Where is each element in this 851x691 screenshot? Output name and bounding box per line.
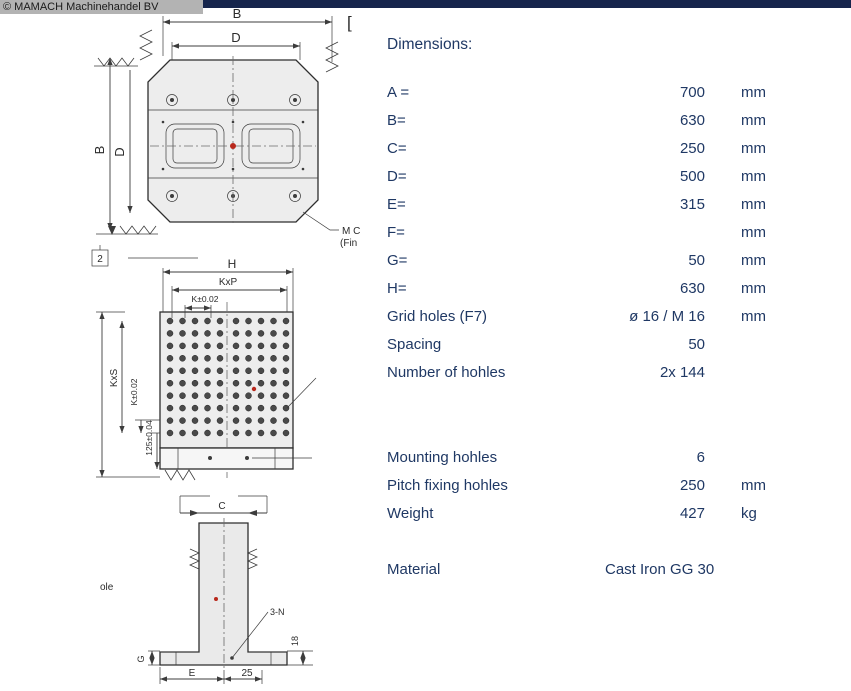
grid-view-drawing: 2 H KxP K±0.02 KxS K±0.02 125±0.04	[91, 245, 317, 481]
dim-row-weight: Weight 427 kg	[387, 501, 851, 529]
note-fin: (Fin	[340, 238, 357, 248]
dim-label-d-left: D	[112, 147, 127, 156]
dim-row-grid-holes: Grid holes (F7) ø 16 / M 16 mm	[387, 304, 851, 332]
dim-value: 500	[679, 168, 705, 185]
grid-holes	[166, 317, 290, 437]
dim-unit: mm	[741, 84, 766, 101]
front-view-drawing: C 3-N 18 G E 25 ole	[100, 495, 313, 684]
dim-row-g: G= 50 mm	[387, 248, 851, 276]
dim-row-f: F= mm	[387, 220, 851, 248]
dim-label-c: C	[218, 501, 225, 512]
hatch-marks	[94, 29, 339, 235]
dim-label: D=	[387, 168, 407, 185]
dim-label: E=	[387, 196, 406, 213]
dim-value: 250	[679, 477, 705, 494]
dim-value: 700	[679, 84, 705, 101]
dim-unit: mm	[741, 308, 766, 325]
dim-unit: mm	[741, 252, 766, 269]
dim-unit: mm	[741, 140, 766, 157]
dim-label-h: H	[228, 257, 237, 271]
center-mark	[230, 143, 236, 149]
dim-row-mounting-holes: Mounting hohles 6	[387, 445, 851, 473]
company-banner: © MAMACH Machinehandel BV	[0, 0, 203, 14]
material-row: Material Cast Iron GG 30	[387, 557, 851, 585]
mounting-holes	[166, 94, 301, 202]
dim-label-g: G	[136, 655, 146, 662]
dim-label: Number of hohles	[387, 364, 506, 381]
dim-row-pitch-fixing: Pitch fixing hohles 250 mm	[387, 473, 851, 501]
dim-label: C=	[387, 140, 407, 157]
front-red-mark	[214, 597, 218, 601]
dim-row-h: H= 630 mm	[387, 276, 851, 304]
dim-label-25: 25	[241, 668, 253, 679]
dim-label: B=	[387, 112, 406, 129]
dim-unit: kg	[741, 505, 757, 522]
dim-label: Spacing	[387, 336, 442, 353]
dim-row-a: A = 700 mm	[387, 80, 851, 108]
note-mc: M C	[342, 226, 360, 237]
flatness-bracket: [	[347, 13, 352, 32]
hatch-marks-column	[189, 548, 258, 570]
dim-unit: mm	[741, 280, 766, 297]
dim-unit: mm	[741, 196, 766, 213]
dim-label: G=	[387, 252, 408, 269]
dim-label-kxp: KxP	[219, 277, 238, 288]
dim-unit: mm	[741, 112, 766, 129]
panel-title: Dimensions:	[387, 36, 473, 53]
dim-label-125: 125±0.04	[144, 420, 154, 456]
top-view-drawing: B [ D B D M C (Fin	[92, 8, 360, 248]
dim-unit: mm	[741, 477, 766, 494]
material-label: Material	[387, 561, 441, 578]
note-3n: 3-N	[270, 607, 285, 617]
material-value: Cast Iron GG 30	[605, 561, 715, 578]
dim-label: F=	[387, 224, 405, 241]
dim-value: 250	[679, 140, 705, 157]
dim-label: A =	[387, 84, 410, 101]
dim-value: ø 16 / M 16	[629, 308, 705, 325]
dim-label-18: 18	[290, 636, 300, 646]
corner-dots	[161, 120, 305, 171]
hatch-marks-bottom	[164, 469, 196, 481]
dim-row-e: E= 315 mm	[387, 192, 851, 220]
note-ole: ole	[100, 582, 114, 593]
pedestal-outline	[159, 522, 288, 666]
dim-label: Pitch fixing hohles	[387, 477, 508, 494]
grid-red-mark	[251, 386, 257, 392]
dim-value: 315	[679, 196, 705, 213]
dim-value: 50	[688, 252, 705, 269]
top-accent-bar	[203, 0, 851, 8]
dim-label-b-top: B	[233, 8, 242, 21]
dim-row-b: B= 630 mm	[387, 108, 851, 136]
dim-label-ktol: K±0.02	[192, 294, 219, 304]
flag-note-2: 2	[97, 254, 103, 265]
dim-label-kxs: KxS	[109, 369, 120, 388]
dimensions-panel: Dimensions: A = 700 mm B= 630 mm C= 250 …	[387, 30, 851, 585]
dim-value: 630	[679, 280, 705, 297]
dim-label: Mounting hohles	[387, 449, 498, 466]
dim-row-spacing: Spacing 50	[387, 332, 851, 360]
dim-label-d-top: D	[231, 30, 240, 45]
dim-label: Grid holes (F7)	[387, 308, 488, 325]
dim-label-b-left: B	[92, 146, 107, 155]
dim-value: 2x 144	[659, 364, 705, 381]
dim-value: 630	[679, 112, 705, 129]
dim-row-c: C= 250 mm	[387, 136, 851, 164]
base-strip	[159, 447, 312, 470]
dim-value: 6	[696, 449, 705, 466]
dim-unit: mm	[741, 224, 766, 241]
dim-value: 50	[688, 336, 705, 353]
dim-row-d: D= 500 mm	[387, 164, 851, 192]
dim-row-number-of-holes: Number of hohles 2x 144	[387, 360, 851, 388]
dim-value: 427	[679, 505, 705, 522]
dim-unit: mm	[741, 168, 766, 185]
dim-label: Weight	[387, 505, 434, 522]
dim-label-e: E	[189, 668, 196, 679]
dim-label: H=	[387, 280, 407, 297]
dim-label-ktol-left: K±0.02	[129, 378, 139, 405]
